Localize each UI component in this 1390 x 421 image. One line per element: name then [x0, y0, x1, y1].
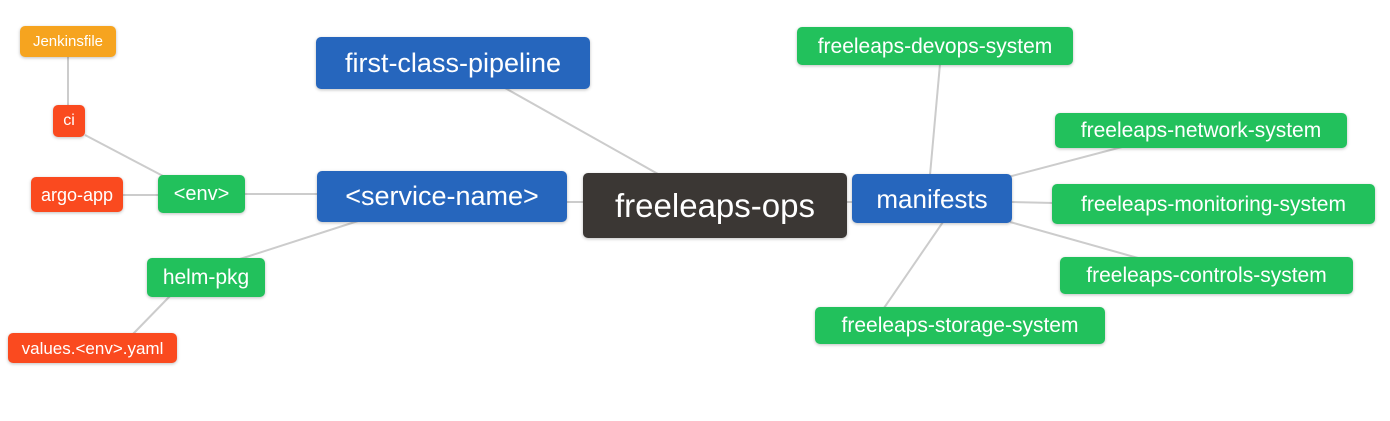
edge-service-name-helm-pkg	[239, 220, 359, 260]
node-ci[interactable]: ci	[53, 105, 85, 137]
node-first-class-pipeline[interactable]: first-class-pipeline	[316, 37, 590, 89]
edge-manifests-monitoring	[1011, 201, 1055, 204]
edge-pipeline-ops	[504, 87, 659, 175]
edge-ci-env	[84, 134, 164, 177]
node-manifests[interactable]: manifests	[852, 174, 1012, 223]
node-jenkinsfile[interactable]: Jenkinsfile	[20, 26, 116, 57]
node-devops-system[interactable]: freeleaps-devops-system	[797, 27, 1073, 65]
node-network-system[interactable]: freeleaps-network-system	[1055, 113, 1347, 148]
node-argo-app[interactable]: argo-app	[31, 177, 123, 212]
node-storage-system[interactable]: freeleaps-storage-system	[815, 307, 1105, 344]
edge-manifests-network	[1007, 146, 1123, 178]
node-monitoring-system[interactable]: freeleaps-monitoring-system	[1052, 184, 1375, 224]
edge-manifests-devops	[929, 63, 941, 176]
node-freeleaps-ops[interactable]: freeleaps-ops	[583, 173, 847, 238]
node-service-name[interactable]: <service-name>	[317, 171, 567, 222]
edge-manifests-controls	[1009, 221, 1139, 259]
node-helm-pkg[interactable]: helm-pkg	[147, 258, 265, 297]
node-controls-system[interactable]: freeleaps-controls-system	[1060, 257, 1353, 294]
node-values-env-yaml[interactable]: values.<env>.yaml	[8, 333, 177, 363]
node-env[interactable]: <env>	[158, 175, 245, 213]
edge-helm-pkg-values	[132, 295, 171, 335]
edge-manifests-storage	[883, 221, 944, 309]
